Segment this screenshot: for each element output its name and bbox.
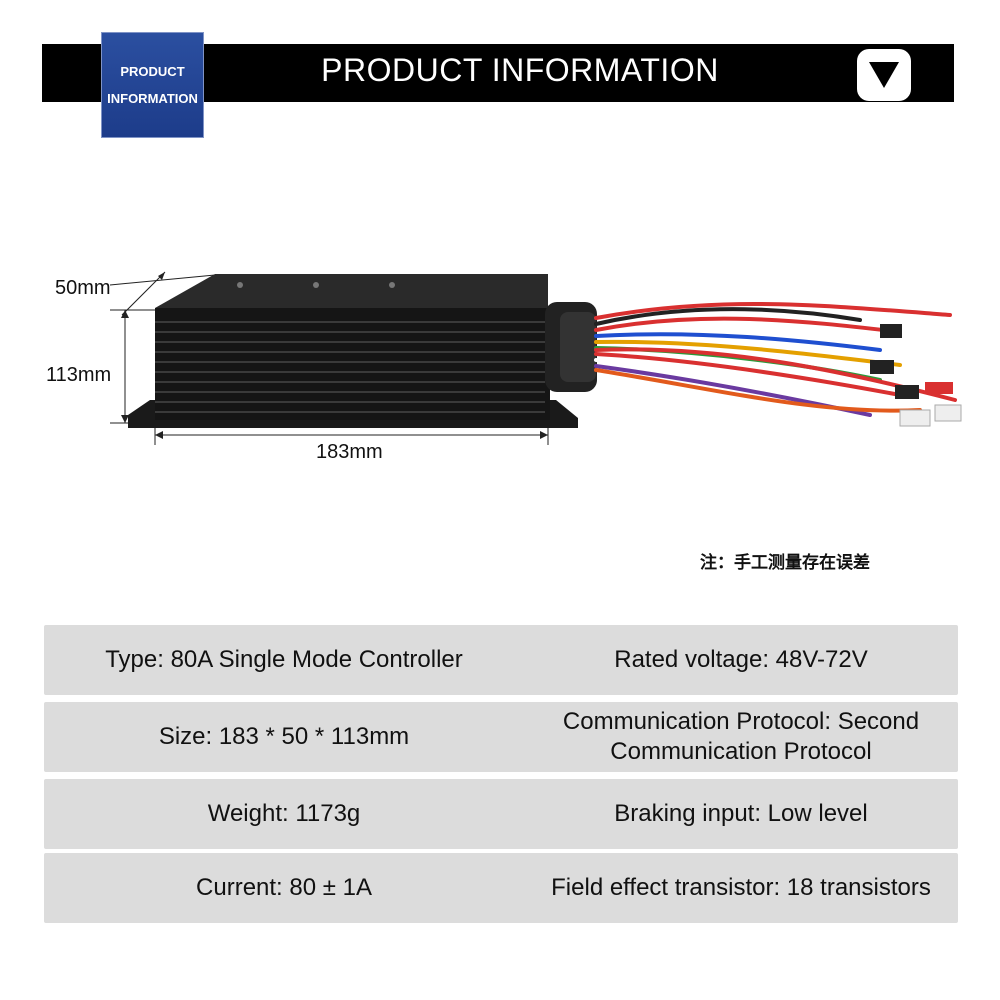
spec-row-current: Current: 80 ± 1A Field effect transistor… bbox=[44, 853, 958, 923]
spec-communication-protocol: Communication Protocol: Second Communica… bbox=[524, 702, 958, 772]
spec-row-size: Size: 183 * 50 * 113mm Communication Pro… bbox=[44, 702, 958, 772]
spec-braking-input: Braking input: Low level bbox=[614, 800, 868, 827]
spec-rated-voltage: Rated voltage: 48V-72V bbox=[614, 646, 868, 673]
spec-field-effect-transistor: Field effect transistor: 18 transistors bbox=[551, 874, 931, 901]
down-triangle-icon bbox=[857, 49, 911, 101]
length-dimension-label: 183mm bbox=[316, 441, 383, 463]
spec-row-type: Type: 80A Single Mode Controller Rated v… bbox=[44, 625, 958, 695]
spec-size: Size: 183 * 50 * 113mm bbox=[158, 723, 410, 750]
measurement-note: 注：手工测量存在误差 bbox=[700, 553, 870, 572]
spec-type: Type: 80A Single Mode Controller bbox=[105, 646, 463, 673]
page-title: PRODUCT INFORMATION bbox=[321, 52, 719, 88]
badge-line-2: INFORMATION bbox=[107, 91, 198, 106]
product-information-badge: PRODUCT INFORMATION bbox=[101, 32, 204, 138]
spec-communication-protocol-line-1: Communication Protocol: Second bbox=[562, 708, 920, 735]
spec-weight: Weight: 1173g bbox=[207, 800, 361, 827]
spec-current: Current: 80 ± 1A bbox=[196, 874, 372, 901]
badge-line-1: PRODUCT bbox=[120, 64, 185, 79]
depth-dimension-label: 50mm bbox=[55, 277, 111, 299]
spec-communication-protocol-line-2: Communication Protocol bbox=[610, 738, 872, 765]
spec-row-weight: Weight: 1173g Braking input: Low level bbox=[44, 779, 958, 849]
height-dimension-label: 113mm bbox=[46, 364, 112, 386]
controller-illustration bbox=[109, 271, 962, 445]
